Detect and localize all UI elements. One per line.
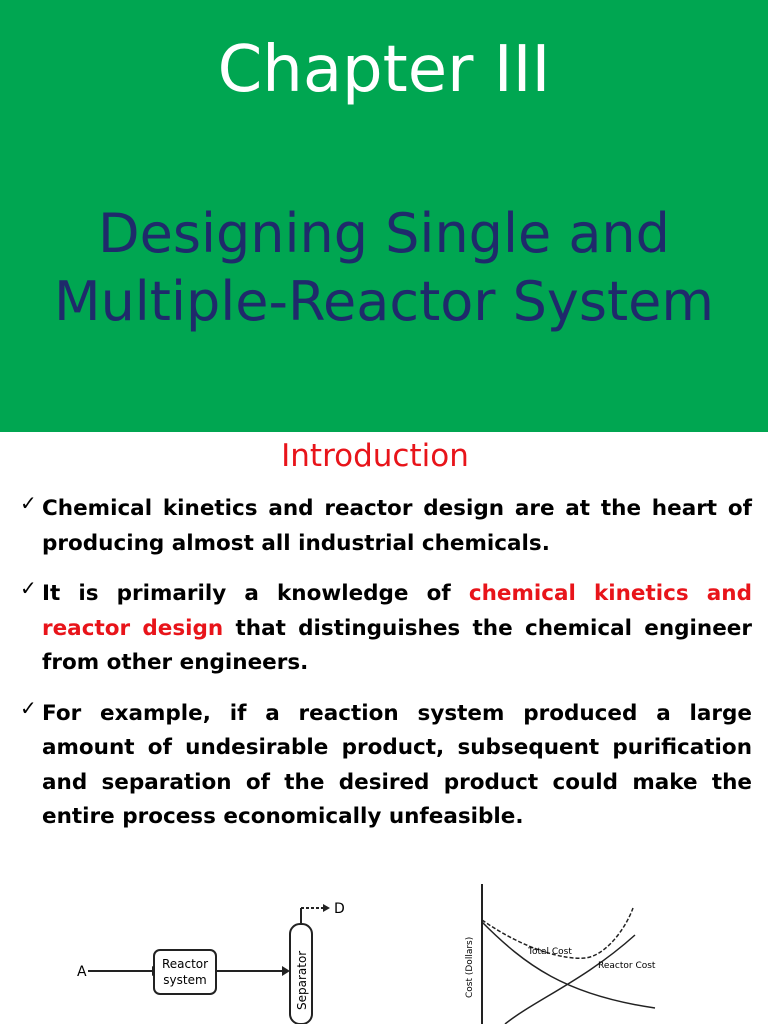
bullet-text: For example, if a reaction system produc… [42, 700, 752, 830]
chapter-title: Designing Single and Multiple-Reactor Sy… [0, 200, 768, 336]
reactor-label-1: Reactor [162, 957, 208, 971]
bullet-item: ✓ Chemical kinetics and reactor design a… [20, 491, 752, 561]
bullet-item: ✓ For example, if a reaction system prod… [20, 696, 752, 835]
reactor-label-2: system [163, 973, 206, 987]
chapter-title-line-1: Designing Single and [98, 202, 670, 265]
cost-graph: Cost (Dollars) Total Cost Reactor Cost [465, 884, 656, 1024]
bullet-text-start: It is primarily a knowledge of [42, 581, 469, 606]
y-axis-label: Cost (Dollars) [465, 937, 475, 998]
bullet-item: ✓ It is primarily a knowledge of chemica… [20, 576, 752, 681]
bullet-list: ✓ Chemical kinetics and reactor design a… [20, 491, 752, 851]
reactor-cost-label: Reactor Cost [598, 961, 656, 971]
checkmark-icon: ✓ [20, 695, 37, 720]
checkmark-icon: ✓ [20, 576, 37, 600]
feed-label: A [77, 964, 87, 980]
reactor-separator-diagram: A Reactor system Separator D [77, 901, 345, 1024]
product-label: D [334, 901, 345, 917]
total-cost-label: Total Cost [527, 947, 572, 957]
reactor-cost-curve [481, 921, 656, 1009]
section-title: Introduction [281, 438, 469, 474]
chapter-title-line-2: Multiple-Reactor System [53, 270, 715, 333]
bullet-text: Chemical kinetics and reactor design are… [42, 496, 752, 556]
title-banner: Chapter III Designing Single and Multipl… [0, 0, 768, 432]
bullet-highlight: chemical kinetics and reactor design [42, 581, 752, 641]
product-arrowhead [323, 904, 330, 912]
reactor-outlet-arrowhead [282, 966, 290, 976]
checkmark-icon: ✓ [20, 491, 37, 515]
total-cost-curve [481, 907, 634, 959]
separation-cost-curve [504, 934, 636, 1024]
bullet-text-end: that distinguishes the chemical engineer… [42, 615, 752, 676]
separator-label: Separator [295, 951, 309, 1010]
chapter-heading: Chapter III [217, 33, 551, 107]
